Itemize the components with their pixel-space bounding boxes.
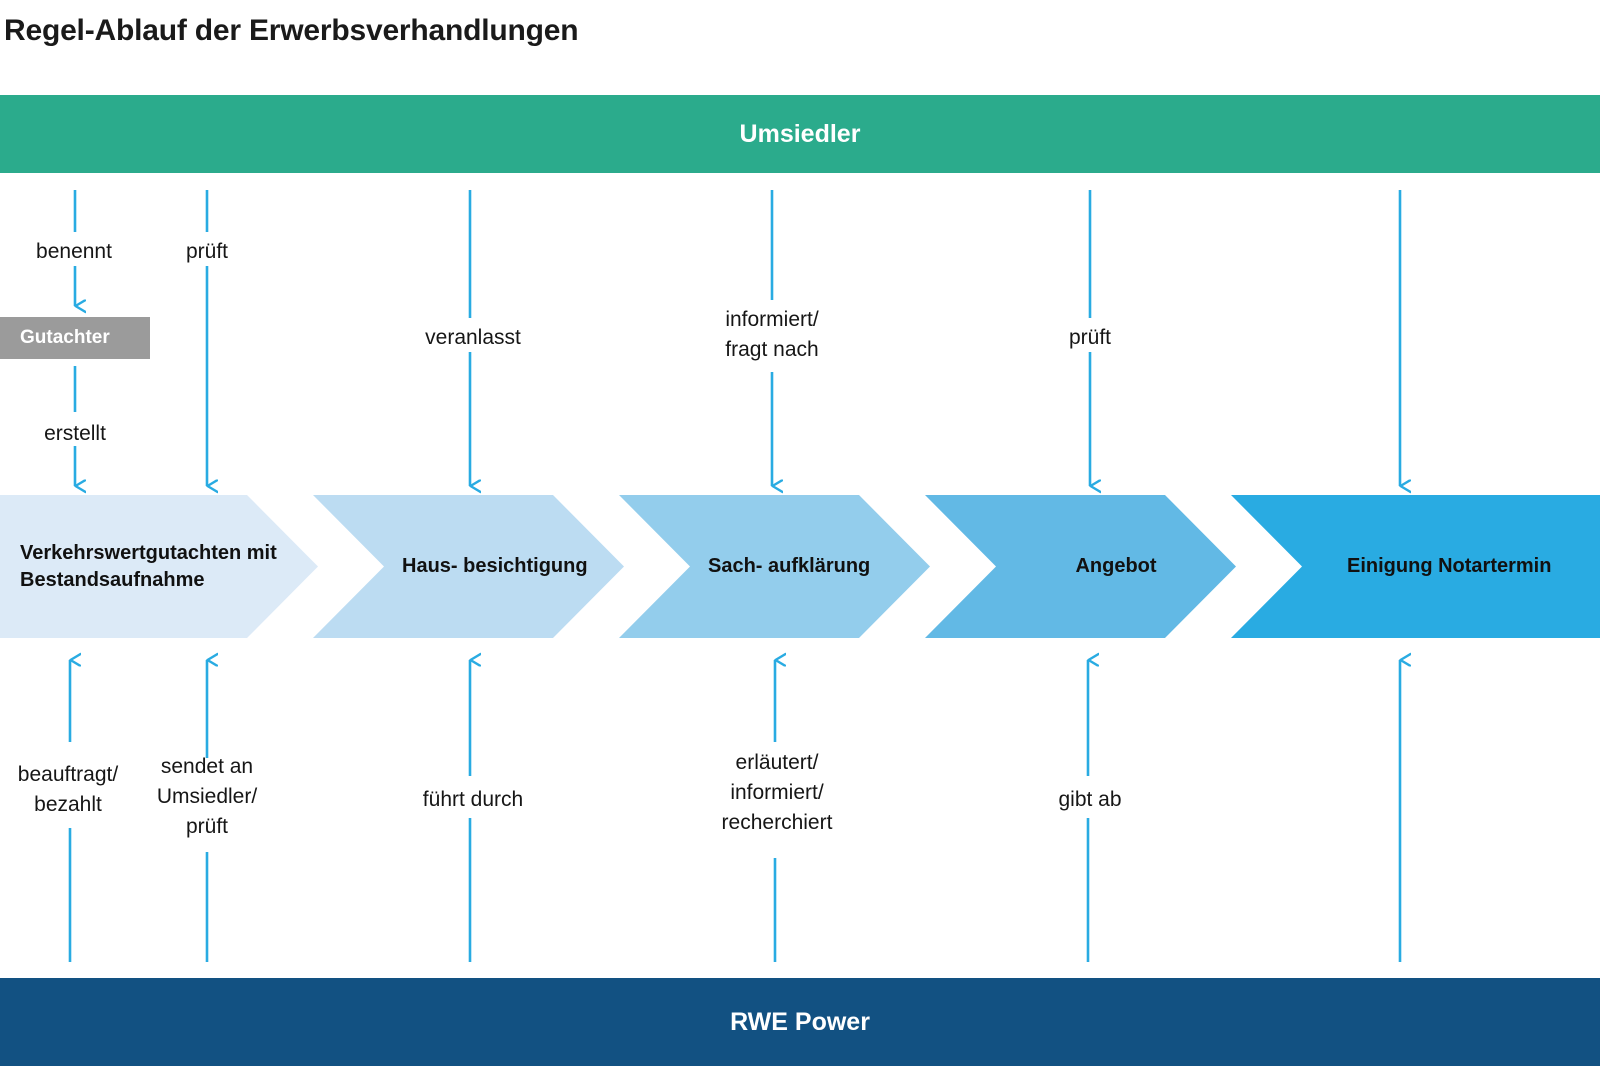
- chevron-shape-4: [925, 495, 1236, 638]
- process-stage-2-label: Haus- besichtigung: [402, 555, 588, 578]
- process-chevron-band: Verkehrswertgutachten mit Bestandsaufnah…: [0, 495, 1600, 638]
- process-stage-3[interactable]: Sach- aufklärung: [690, 495, 930, 638]
- connector-label-top-4: informiert/ fragt nach: [725, 308, 819, 361]
- connector-label-top-1: benennt: [36, 240, 112, 263]
- process-stage-5-label: Einigung Notartermin: [1347, 555, 1552, 578]
- chevron-shape-5: [1231, 495, 1600, 638]
- connector-label-top-2: prüft: [185, 240, 229, 263]
- connector-label-bottom-1: beauftragt/ bezahlt: [17, 763, 119, 816]
- process-stage-5[interactable]: Einigung Notartermin: [1302, 495, 1600, 638]
- process-stage-1[interactable]: Verkehrswertgutachten mit Bestandsaufnah…: [0, 495, 300, 638]
- actor-bar-rwe-power: RWE Power: [0, 978, 1600, 1066]
- process-stage-2[interactable]: Haus- besichtigung: [384, 495, 624, 638]
- connector-label-top-3: veranlasst: [425, 326, 521, 349]
- chevron-shape-1: [0, 495, 318, 638]
- connector-label-bottom-4: erläutert/ informiert/ recherchiert: [721, 751, 833, 834]
- connector-label-bottom-5: gibt ab: [1058, 788, 1122, 811]
- chevron-shape-2: [313, 495, 624, 638]
- process-stage-4[interactable]: Angebot: [996, 495, 1236, 638]
- process-stage-3-label: Sach- aufklärung: [708, 555, 871, 578]
- process-stage-4-label: Angebot: [1075, 555, 1157, 578]
- page-title: Regel-Ablauf der Erwerbsverhandlungen: [4, 14, 579, 47]
- actor-bar-umsiedler: Umsiedler: [0, 95, 1600, 173]
- chevron-shapes: [0, 495, 1600, 638]
- connector-label-top-5: prüft: [1068, 326, 1112, 349]
- node-gutachter-label: Gutachter: [20, 327, 110, 348]
- node-gutachter: Gutachter: [0, 317, 150, 359]
- connector-label-bottom-3: führt durch: [422, 788, 524, 811]
- actor-label-rwe-power: RWE Power: [730, 1007, 870, 1036]
- process-stage-1-label: Verkehrswertgutachten mit Bestandsaufnah…: [20, 542, 277, 591]
- actor-label-umsiedler: Umsiedler: [739, 119, 861, 148]
- chevron-shape-3: [619, 495, 930, 638]
- connector-label-erstellt: erstellt: [44, 422, 106, 445]
- connector-label-bottom-2: sendet an Umsiedler/ prüft: [156, 755, 258, 838]
